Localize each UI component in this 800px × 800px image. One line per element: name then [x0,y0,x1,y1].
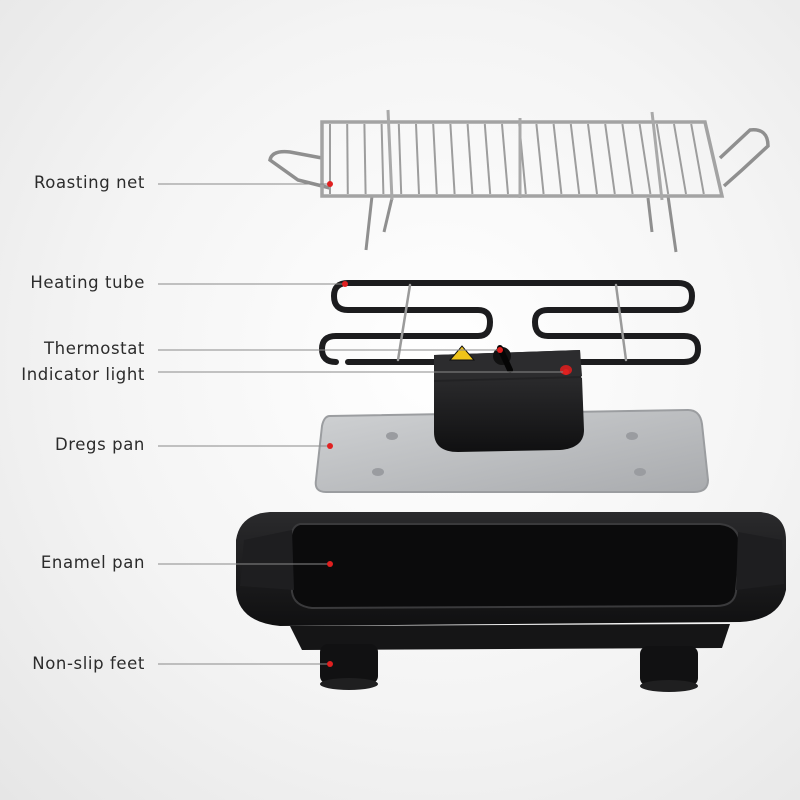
rack-wire [501,123,509,195]
label-heating-tube: Heating tube [30,273,145,292]
rack-wire [466,123,474,195]
rack-wire [415,123,420,195]
marker-dot-indicator-light [563,369,569,375]
rack-wire [432,123,438,195]
label-indicator-light: Indicator light [21,365,145,384]
label-roasting-net: Roasting net [33,173,145,192]
marker-dot-thermostat [497,347,503,353]
thermostat-front [434,378,584,452]
rack-wire [552,123,563,195]
leader-lines [158,183,566,665]
rack-wire [363,123,367,195]
roasting-net [268,109,770,253]
marker-dot-heating-tube [342,281,348,287]
rack-wire [621,123,634,195]
enamel-pan [236,512,786,650]
rack-wire [569,123,581,195]
rack-wire [673,123,687,195]
heating-tube [318,280,702,365]
dregs-pan [314,408,710,493]
marker-dots [327,181,569,667]
rack-wire [380,123,385,195]
label-non-slip-feet: Non-slip feet [32,654,145,673]
marker-dot-non-slip-feet [327,661,333,667]
rack-wire [397,123,403,195]
marker-dot-dregs-pan [327,443,333,449]
rack-wire [535,123,545,195]
rack-wire [346,123,349,195]
marker-dot-roasting-net [327,181,333,187]
marker-dot-enamel-pan [327,561,333,567]
label-enamel-pan: Enamel pan [40,553,145,572]
label-dregs-pan: Dregs pan [54,435,145,454]
rack-wire [655,123,670,195]
rack-wire [449,123,456,195]
rack-wire [604,123,616,195]
non-slip-feet [320,644,698,692]
rack-wire [587,123,598,195]
rack-wire [690,123,705,195]
rack-wire [638,123,652,195]
rack-wire [483,123,492,195]
label-thermostat: Thermostat [44,339,145,358]
